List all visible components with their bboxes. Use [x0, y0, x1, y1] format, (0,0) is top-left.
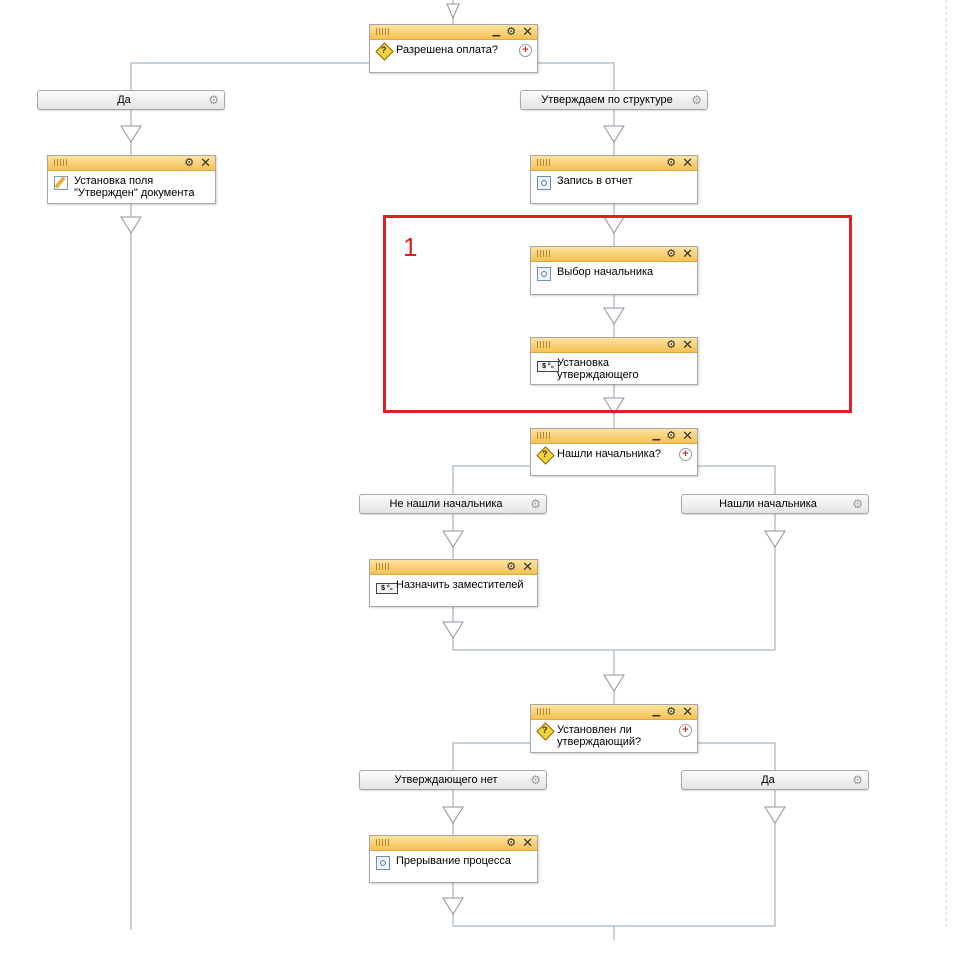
- minimize-icon[interactable]: ▁: [652, 430, 661, 441]
- calc-icon: $ °₀: [537, 361, 559, 372]
- decision-found-manager-block[interactable]: ▁ ⚙ ✕ Нашли начальника? +: [530, 428, 698, 476]
- gear-icon[interactable]: ⚙: [666, 339, 677, 351]
- block-header[interactable]: ▁ ⚙ ✕: [531, 705, 697, 720]
- branch-label: Нашли начальника: [719, 498, 817, 510]
- activity-report[interactable]: ⚙✕ Запись в отчет: [530, 155, 698, 204]
- add-icon[interactable]: +: [519, 44, 532, 57]
- minimize-icon[interactable]: ▁: [652, 706, 661, 717]
- branch-yes-right[interactable]: Да ⚙: [681, 770, 869, 790]
- block-header[interactable]: ⚙✕: [531, 247, 697, 262]
- branch-label: Не нашли начальника: [389, 498, 503, 510]
- gear-icon[interactable]: ⚙: [208, 93, 219, 107]
- task-icon: [537, 267, 551, 281]
- activity-interrupt[interactable]: ⚙✕ Прерывание процесса: [369, 835, 538, 883]
- activity-set-approver[interactable]: ⚙✕ $ °₀ Установка утверждающего: [530, 337, 698, 385]
- gear-icon[interactable]: ⚙: [666, 706, 677, 718]
- branch-not-found[interactable]: Не нашли начальника ⚙: [359, 494, 547, 514]
- close-icon[interactable]: ✕: [682, 246, 693, 261]
- branch-no-approver[interactable]: Утверждающего нет ⚙: [359, 770, 547, 790]
- calc-icon: $ °₀: [376, 583, 398, 594]
- block-label: Установлен ли утверждающий?: [557, 724, 642, 748]
- drag-handle[interactable]: [376, 839, 390, 846]
- callout-number: 1: [403, 232, 418, 262]
- close-icon[interactable]: ✕: [682, 428, 693, 443]
- block-label: Назначить заместителей: [396, 579, 524, 591]
- block-label: Разрешена оплата?: [396, 44, 498, 56]
- block-label: Выбор начальника: [557, 266, 654, 278]
- block-header[interactable]: ⚙✕: [531, 156, 697, 171]
- block-header[interactable]: ⚙✕: [48, 156, 215, 171]
- gear-icon[interactable]: ⚙: [530, 497, 541, 511]
- gear-icon[interactable]: ⚙: [691, 93, 702, 107]
- drag-handle[interactable]: [537, 341, 551, 348]
- activity-deputies[interactable]: ⚙✕ $ °₀ Назначить заместителей: [369, 559, 538, 607]
- gear-icon[interactable]: ⚙: [852, 773, 863, 787]
- close-icon[interactable]: ✕: [522, 24, 533, 39]
- branch-label: Утверждающего нет: [394, 774, 498, 786]
- condition-icon: [537, 448, 555, 464]
- drag-handle[interactable]: [54, 159, 68, 166]
- minimize-icon[interactable]: ▁: [492, 26, 501, 37]
- close-icon[interactable]: ✕: [682, 337, 693, 352]
- decision-payment-block[interactable]: ▁ ⚙ ✕ Разрешена оплата? +: [369, 24, 538, 73]
- gear-icon[interactable]: ⚙: [506, 561, 517, 573]
- close-icon[interactable]: ✕: [682, 155, 693, 170]
- block-label: Установка утверждающего: [557, 357, 639, 381]
- close-icon[interactable]: ✕: [682, 704, 693, 719]
- drag-handle[interactable]: [376, 563, 390, 570]
- gear-icon[interactable]: ⚙: [184, 157, 195, 169]
- close-icon[interactable]: ✕: [522, 835, 533, 850]
- block-label: Запись в отчет: [557, 175, 633, 187]
- branch-found[interactable]: Нашли начальника ⚙: [681, 494, 869, 514]
- drag-handle[interactable]: [537, 708, 551, 715]
- gear-icon[interactable]: ⚙: [666, 157, 677, 169]
- condition-icon: [537, 724, 555, 740]
- gear-icon[interactable]: ⚙: [666, 248, 677, 260]
- close-icon[interactable]: ✕: [200, 155, 211, 170]
- condition-icon: [376, 44, 394, 60]
- block-label: Нашли начальника?: [557, 448, 661, 460]
- block-label: Установка поля "Утвержден" документа: [74, 175, 195, 199]
- close-icon[interactable]: ✕: [522, 559, 533, 574]
- branch-label: Утверждаем по структуре компании: [541, 94, 673, 106]
- drag-handle[interactable]: [376, 28, 390, 35]
- highlight-box: [383, 215, 852, 413]
- branch-label: Да: [761, 774, 775, 786]
- task-icon: [537, 176, 551, 190]
- gear-icon[interactable]: ⚙: [666, 430, 677, 442]
- drag-handle[interactable]: [537, 159, 551, 166]
- add-icon[interactable]: +: [679, 448, 692, 461]
- gear-icon[interactable]: ⚙: [506, 837, 517, 849]
- task-icon: [376, 856, 390, 870]
- gear-icon[interactable]: ⚙: [506, 26, 517, 38]
- gear-icon[interactable]: ⚙: [852, 497, 863, 511]
- block-label: Прерывание процесса: [396, 855, 512, 867]
- gear-icon[interactable]: ⚙: [530, 773, 541, 787]
- add-icon[interactable]: +: [679, 724, 692, 737]
- decision-approver-set-block[interactable]: ▁ ⚙ ✕ Установлен ли утверждающий? +: [530, 704, 698, 753]
- block-header[interactable]: ⚙✕: [370, 560, 537, 575]
- drag-handle[interactable]: [537, 250, 551, 257]
- drag-handle[interactable]: [537, 432, 551, 439]
- activity-choose-manager[interactable]: ⚙✕ Выбор начальника: [530, 246, 698, 295]
- branch-yes-left[interactable]: Да ⚙: [37, 90, 225, 110]
- edit-icon: [54, 176, 68, 190]
- block-header[interactable]: ⚙✕: [531, 338, 697, 353]
- branch-label: Да: [117, 94, 131, 106]
- activity-set-field[interactable]: ⚙✕ Установка поля "Утвержден" документа: [47, 155, 216, 204]
- block-header[interactable]: ▁ ⚙ ✕: [370, 25, 537, 40]
- block-header[interactable]: ▁ ⚙ ✕: [531, 429, 697, 444]
- branch-by-structure[interactable]: Утверждаем по структуре компании ⚙: [520, 90, 708, 110]
- block-header[interactable]: ⚙✕: [370, 836, 537, 851]
